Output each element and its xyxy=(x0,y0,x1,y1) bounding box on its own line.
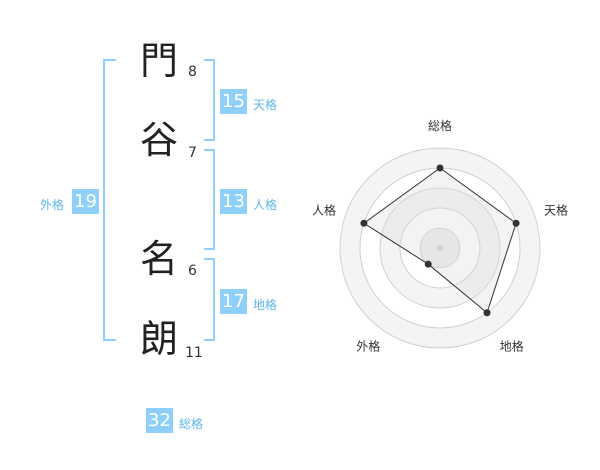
radar-axis-label-4: 外格 xyxy=(356,339,380,354)
name-char-1: 門 xyxy=(140,39,179,83)
radar-center-dot xyxy=(437,245,443,251)
radar-point-3 xyxy=(483,309,491,317)
chikaku-bracket xyxy=(204,258,215,341)
stroke-count-3: 6 xyxy=(188,263,197,279)
stroke-count-4: 11 xyxy=(185,345,203,361)
jinkaku-label: 人格 xyxy=(253,198,278,212)
name-char-2: 谷 xyxy=(140,118,179,162)
gaikaku-value: 19 xyxy=(72,189,99,214)
gaikaku-bracket xyxy=(103,59,116,341)
name-char-4: 朗 xyxy=(140,317,179,361)
tenkaku-label: 天格 xyxy=(253,98,278,112)
radar-point-1 xyxy=(436,164,444,172)
chikaku-value: 17 xyxy=(220,289,247,314)
stroke-count-1: 8 xyxy=(188,64,197,80)
radar-point-2 xyxy=(512,219,520,227)
stroke-count-2: 7 xyxy=(188,145,197,161)
jinkaku-bracket xyxy=(204,149,215,250)
radar-axis-label-3: 地格 xyxy=(500,339,524,354)
soukaku-label: 総格 xyxy=(179,417,204,431)
radar-series-polygon xyxy=(363,167,517,314)
radar-point-4 xyxy=(424,260,432,268)
chikaku-label: 地格 xyxy=(253,298,278,312)
radar-axis-label-5: 人格 xyxy=(312,202,336,217)
radar-point-5 xyxy=(360,219,368,227)
radar-axis-label-2: 天格 xyxy=(544,202,568,217)
tenkaku-bracket xyxy=(204,59,215,141)
name-char-3: 名 xyxy=(140,237,179,281)
radar-axis-label-1: 総格 xyxy=(428,118,452,133)
tenkaku-value: 15 xyxy=(220,89,247,114)
soukaku-value: 32 xyxy=(146,408,173,433)
jinkaku-value: 13 xyxy=(220,189,247,214)
gaikaku-label: 外格 xyxy=(40,198,65,212)
